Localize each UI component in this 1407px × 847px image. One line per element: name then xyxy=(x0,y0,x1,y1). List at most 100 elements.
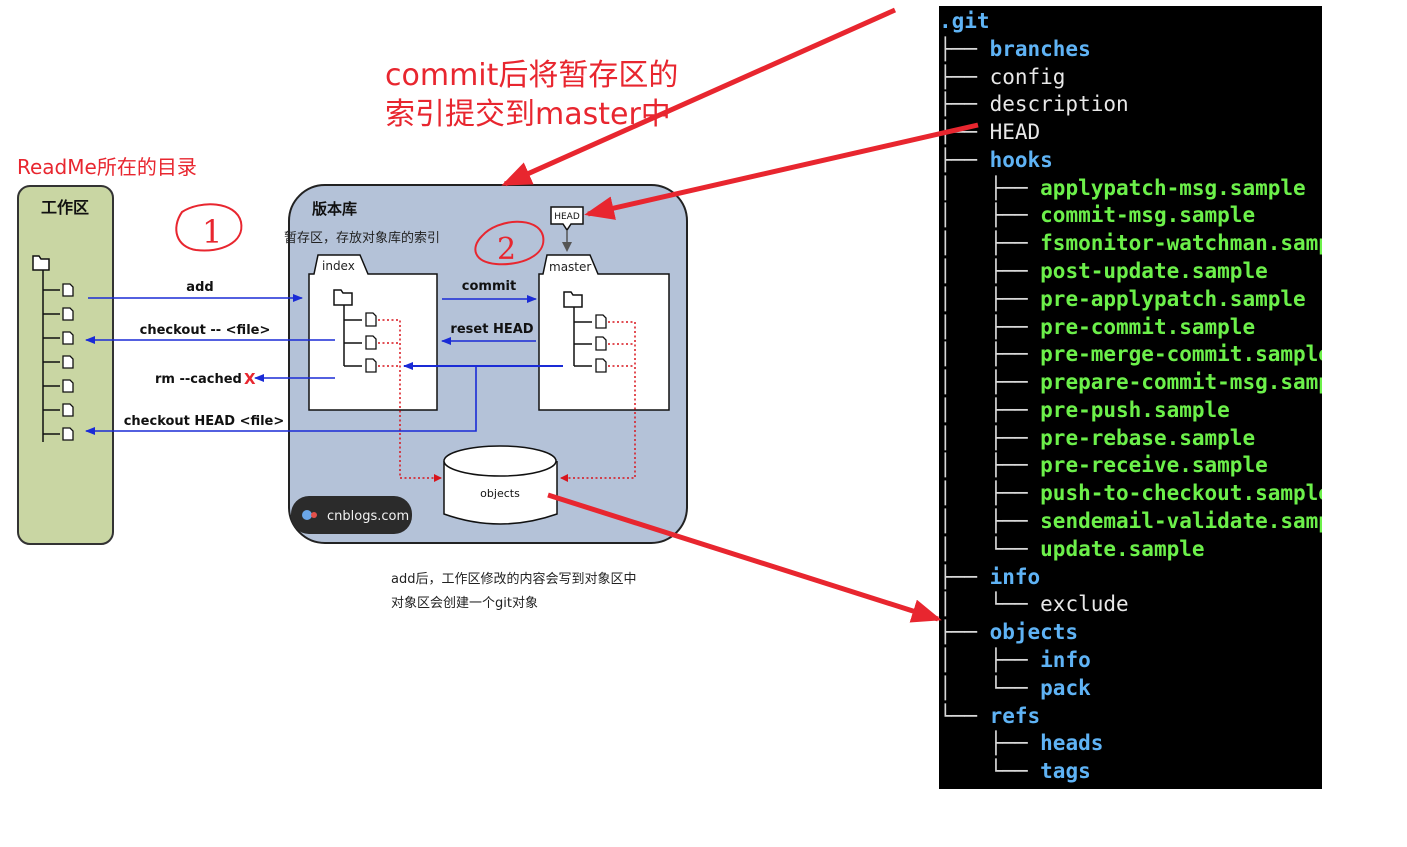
cnblogs-watermark: cnblogs.com xyxy=(291,496,412,534)
tree-file-name: description xyxy=(989,92,1129,117)
file-icon xyxy=(595,336,607,351)
master-box: master xyxy=(538,254,670,411)
checkout-head-label: checkout HEAD <file> xyxy=(124,414,285,429)
file-icon xyxy=(595,358,607,373)
tree-file-name: HEAD xyxy=(989,120,1041,145)
operation-arrows xyxy=(85,294,563,435)
tree-line: │ ├── pre-push.sample xyxy=(939,398,1230,422)
tree-branch-glyph: │ ├── xyxy=(939,509,1041,534)
repository-title: 版本库 xyxy=(312,200,357,218)
tree-branch-glyph: │ └── xyxy=(939,592,1041,617)
tree-branch-glyph: │ ├── xyxy=(939,397,1041,422)
tree-directory-name: info xyxy=(1040,647,1091,672)
circled-number-1: 1 xyxy=(175,203,243,252)
tree-line: ├── HEAD xyxy=(939,120,1040,144)
tree-line: ├── info xyxy=(939,565,1040,589)
tree-line: │ └── update.sample xyxy=(939,537,1205,561)
file-icon xyxy=(62,403,74,417)
tree-directory-name: hooks xyxy=(989,147,1053,172)
tree-branch-glyph: ├── xyxy=(939,564,990,589)
master-tab-label: master xyxy=(549,260,591,274)
tree-line: │ ├── fsmonitor-watchman.sample xyxy=(939,231,1322,255)
workspace-file-list xyxy=(43,283,74,441)
tree-directory-name: heads xyxy=(1040,731,1104,756)
tree-branch-glyph: │ ├── xyxy=(939,175,1041,200)
reset-head-label: reset HEAD xyxy=(450,322,533,337)
tree-file-name: pre-commit.sample xyxy=(1040,314,1256,339)
tree-line: │ ├── pre-applypatch.sample xyxy=(939,287,1306,311)
tree-branch-glyph: │ └── xyxy=(939,675,1041,700)
tree-branch-glyph: ├── xyxy=(939,36,990,61)
tree-file-name: pre-applypatch.sample xyxy=(1040,286,1306,311)
tree-line: ├── description xyxy=(939,92,1129,116)
tree-file-name: prepare-commit-msg.sample xyxy=(1040,370,1322,395)
tree-line: │ ├── pre-commit.sample xyxy=(939,315,1255,339)
tree-branch-glyph: └── xyxy=(939,703,990,728)
tree-file-name: commit-msg.sample xyxy=(1040,203,1256,228)
tree-line: ├── heads xyxy=(939,731,1104,756)
tree-line: ├── branches xyxy=(939,37,1091,61)
tree-branch-glyph: │ ├── xyxy=(939,314,1041,339)
tree-branch-glyph: ├── xyxy=(939,92,990,117)
commit-note-line1: commit后将暂存区的 xyxy=(385,58,678,93)
terminal-tree-panel: .git ├── branches├── config├── descripti… xyxy=(939,6,1322,789)
file-icon xyxy=(62,427,74,441)
tree-directory-name: info xyxy=(989,564,1041,589)
tree-line: │ ├── push-to-checkout.sample xyxy=(939,481,1322,505)
tree-branch-glyph: └── xyxy=(939,759,1041,784)
tree-file-name: exclude xyxy=(1040,592,1129,617)
tree-file-name: applypatch-msg.sample xyxy=(1040,175,1306,200)
readme-note: ReadMe所在的目录 xyxy=(17,155,197,179)
file-icon xyxy=(62,331,74,345)
file-icon xyxy=(365,358,377,373)
tree-branch-glyph: │ ├── xyxy=(939,370,1041,395)
rm-cached-label: rm --cached xyxy=(155,372,242,387)
workspace-folder-tree xyxy=(32,255,74,442)
file-icon xyxy=(62,283,74,297)
tree-line: │ ├── info xyxy=(939,648,1091,672)
repository-subtitle: 暂存区，存放对象库的索引 xyxy=(284,230,440,246)
tree-branch-glyph: │ ├── xyxy=(939,286,1041,311)
tree-file-name: config xyxy=(989,64,1066,89)
tree-file-name: sendemail-validate.sample xyxy=(1040,509,1322,534)
tree-branch-glyph: │ ├── xyxy=(939,481,1041,506)
index-box: index xyxy=(308,254,438,411)
tree-line: │ ├── pre-merge-commit.sample xyxy=(939,342,1322,366)
tree-branch-glyph: │ ├── xyxy=(939,425,1041,450)
commit-label: commit xyxy=(462,279,516,294)
tree-file-name: pre-push.sample xyxy=(1040,397,1230,422)
tree-file-name: post-update.sample xyxy=(1040,259,1268,284)
tree-line: │ ├── pre-receive.sample xyxy=(939,453,1268,477)
tree-directory-name: pack xyxy=(1040,675,1091,700)
tree-file-name: push-to-checkout.sample xyxy=(1040,481,1322,506)
tree-branch-glyph: │ ├── xyxy=(939,453,1041,478)
tree-line: └── tags xyxy=(939,759,1091,783)
tree-line: │ ├── commit-msg.sample xyxy=(939,203,1255,227)
workspace-title: 工作区 xyxy=(41,198,89,217)
tree-branch-glyph: │ ├── xyxy=(939,259,1041,284)
tree-line: │ ├── post-update.sample xyxy=(939,259,1268,283)
tree-line: ├── objects xyxy=(939,620,1078,644)
tree-branch-glyph: │ ├── xyxy=(939,231,1041,256)
tree-root: .git xyxy=(939,9,990,33)
file-icon xyxy=(365,312,377,327)
tree-branch-glyph: ├── xyxy=(939,620,990,645)
circle-2-text: 2 xyxy=(497,232,516,267)
circle-1-text: 1 xyxy=(202,213,222,251)
tree-file-name: pre-receive.sample xyxy=(1040,453,1268,478)
head-pointer: HEAD xyxy=(550,206,584,252)
folder-icon xyxy=(563,291,583,308)
tree-line: │ ├── sendemail-validate.sample xyxy=(939,509,1322,533)
git-workflow-diagram: 工作区 版本库 暂存区，存放对象库的索引 index xyxy=(17,58,688,611)
tree-file-name: fsmonitor-watchman.sample xyxy=(1040,231,1322,256)
tree-directory-name: objects xyxy=(989,620,1079,645)
file-icon xyxy=(62,355,74,369)
object-links xyxy=(378,319,636,482)
file-icon xyxy=(62,379,74,393)
file-icon xyxy=(595,314,607,329)
tree-directory-name: refs xyxy=(989,703,1041,728)
tree-file-name: update.sample xyxy=(1040,536,1205,561)
tree-branch-glyph: │ ├── xyxy=(939,647,1041,672)
file-icon xyxy=(62,307,74,321)
head-label: HEAD xyxy=(554,212,580,222)
